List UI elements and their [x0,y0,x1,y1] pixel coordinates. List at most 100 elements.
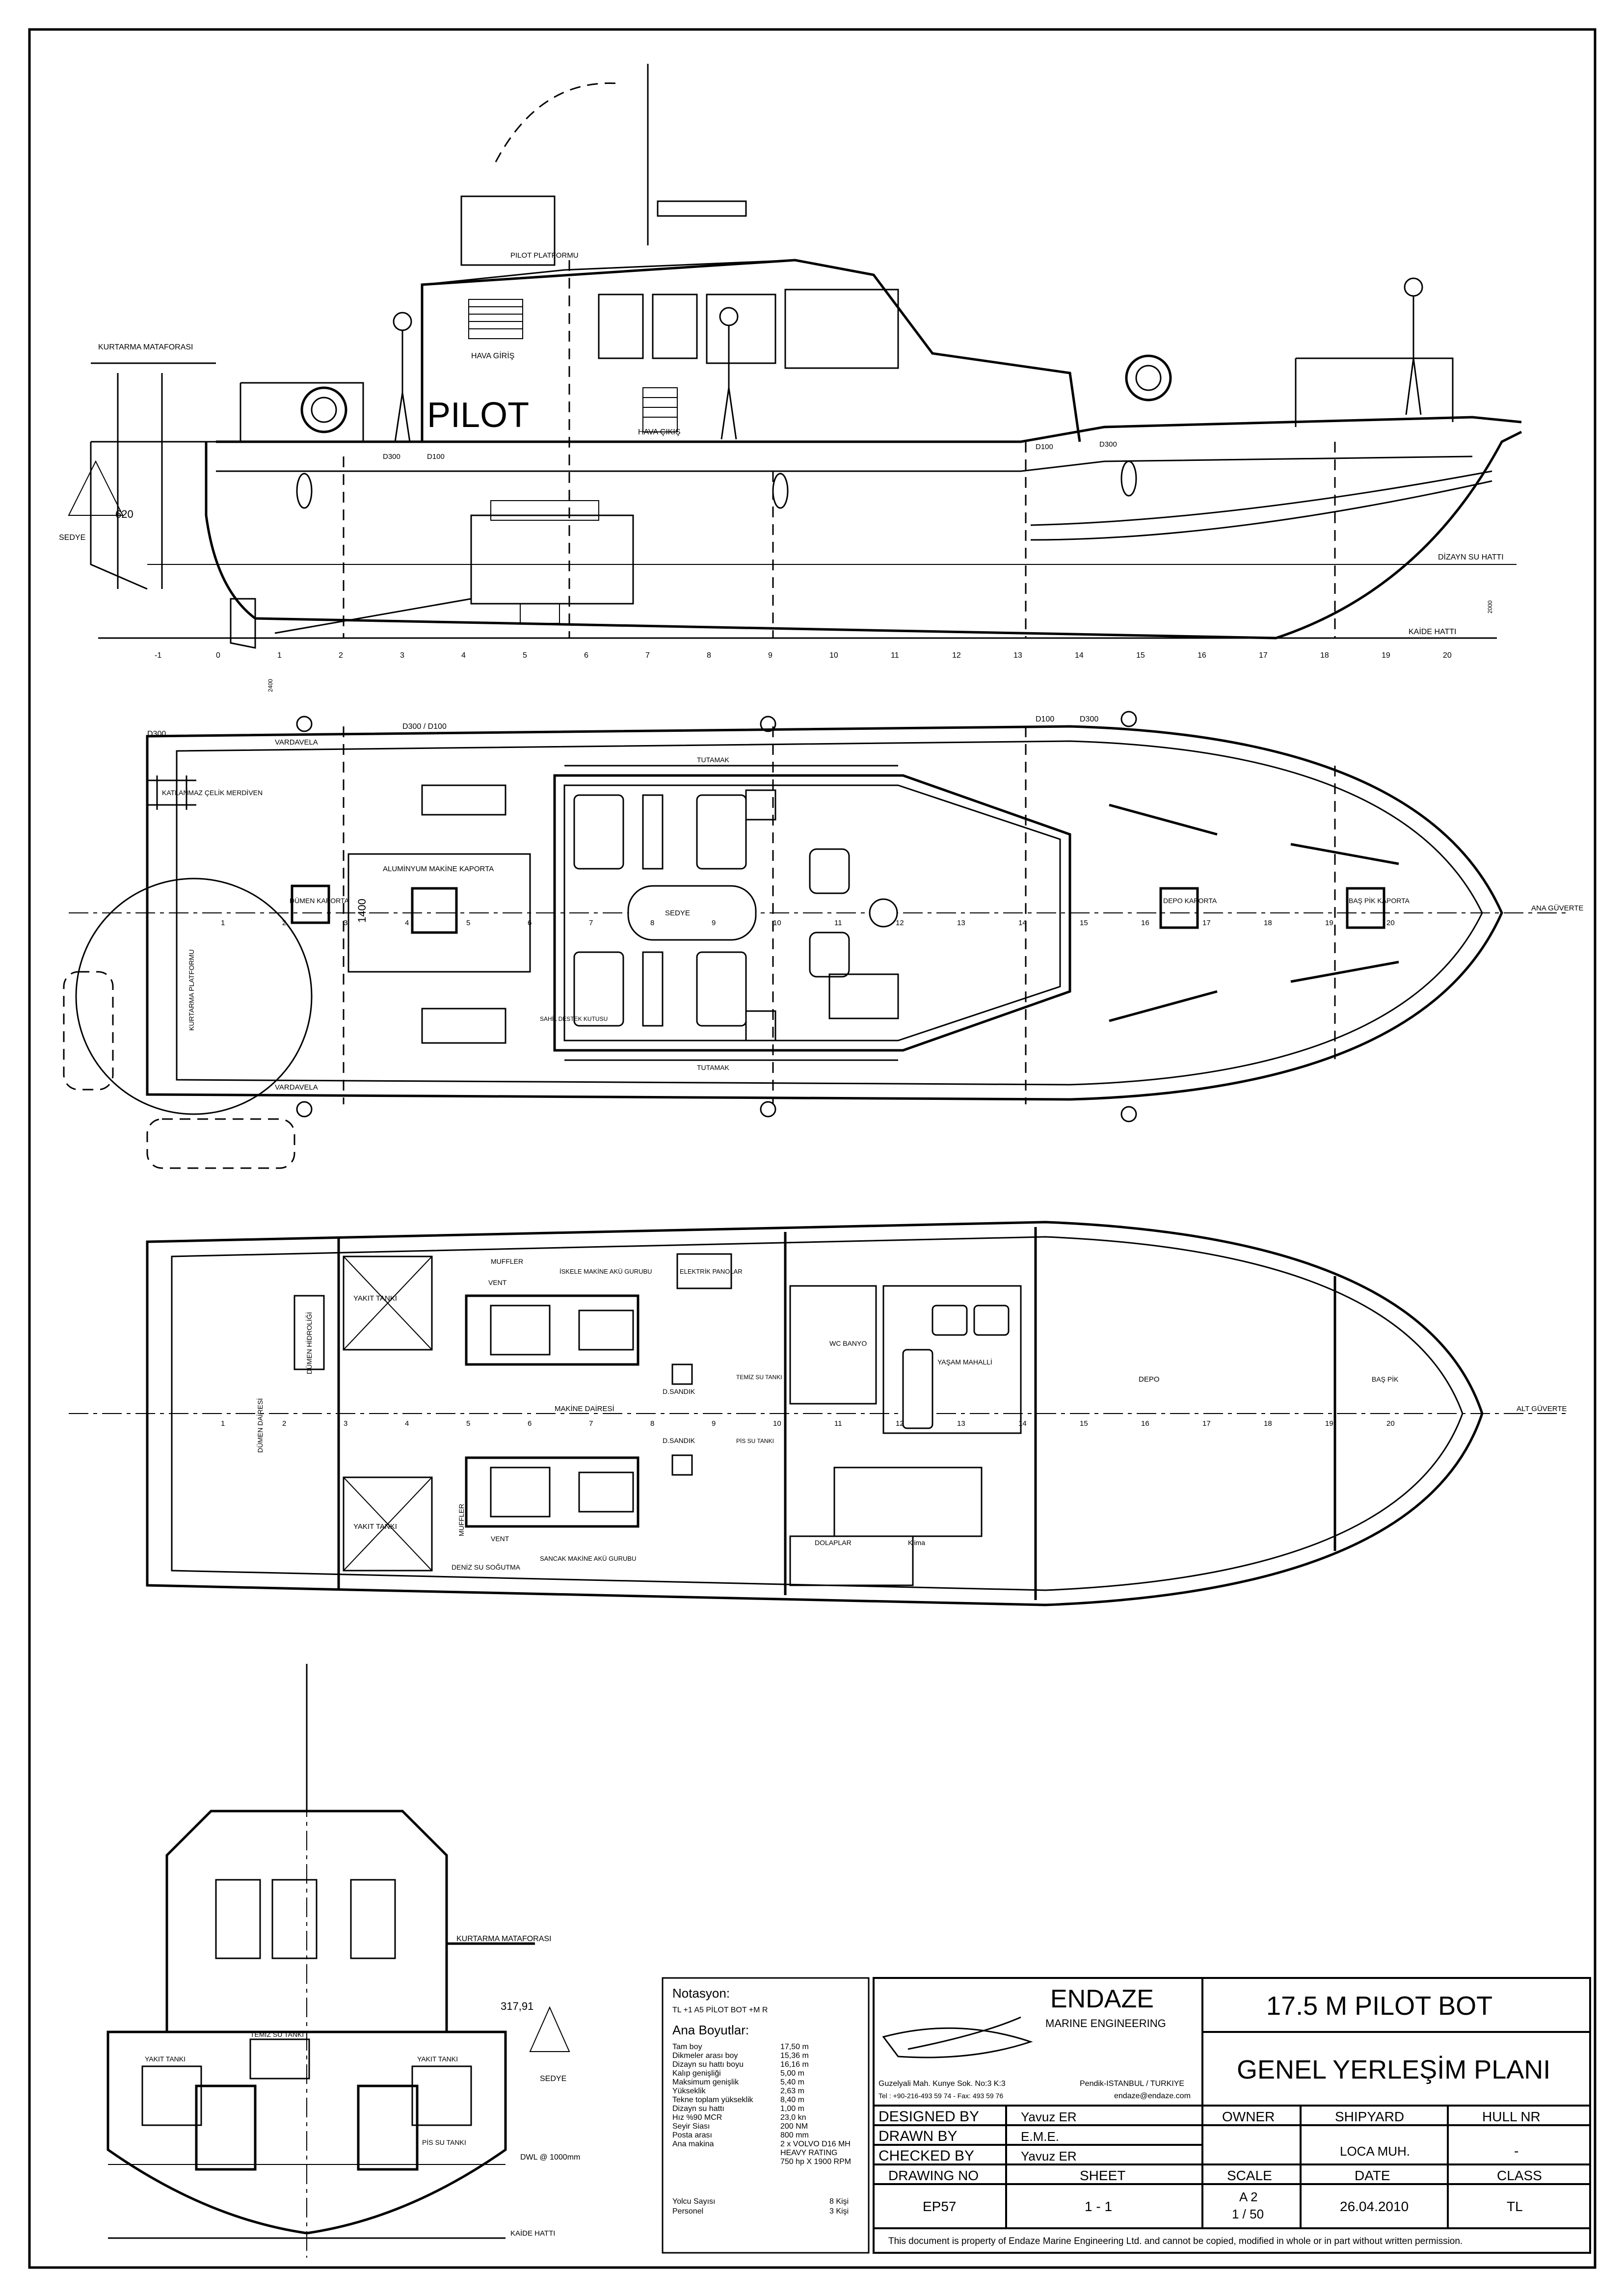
side-label-kurtarma-mataforasi: KURTARMA MATAFORASI [98,343,193,351]
side-hull-outline [205,430,1522,640]
ld-label-yakit-tanki-2: YAKIT TANKI [353,1522,397,1531]
main-deck-fore-rail-3 [1109,990,1218,1022]
sec-label-317: 317,91 [501,2000,533,2012]
notes-row-value: 800 mm [780,2131,809,2139]
frame-number: 13 [957,1419,965,1428]
bollard-icon [296,1101,313,1118]
tb-date: 26.04.2010 [1340,2199,1409,2214]
main-deck-outline [146,725,1503,1101]
frame-number: 1 [277,651,282,660]
frame-number: 14 [1018,1419,1027,1428]
frame-number: 10 [829,651,838,660]
ld-label-wc: WC BANYO [829,1339,867,1347]
lower-fuel-tank-2 [343,1476,433,1572]
frame-number: 13 [957,919,965,927]
notes-extra-label: Personel [672,2207,703,2216]
main-deck-rescue-plat-tab-2 [146,1118,295,1169]
notes-extra-value: 8 Kişi [829,2197,849,2206]
frame-number: 6 [528,919,532,927]
frame-number: 18 [1320,651,1329,660]
main-deck-cabin-inner [563,784,1061,1041]
md-label-dumen-kaporta: DÜMEN KAPORTA [290,896,349,905]
frame-number: 7 [645,651,650,660]
notes-row-label: Tekne toplam yükseklik [672,2096,754,2104]
md-label-sedye: SEDYE [665,909,690,917]
lower-engine-starboard [465,1456,639,1528]
sec-label-yakit-1: YAKIT TANKI [145,2055,186,2063]
notes-row-label: Maksimum genişlik [672,2078,739,2086]
side-window-1 [598,294,644,359]
notes-row-value: 200 NM [780,2122,808,2131]
sec-label-dwl: DWL @ 1000mm [520,2153,580,2162]
side-label-dizayn-su-hatti: DİZAYN SU HATTI [1438,552,1504,561]
notes-row-value: 15,36 m [780,2052,809,2060]
frame-number: 2 [282,919,286,927]
ld-label-bas-pik: BAŞ PİK [1372,1375,1399,1383]
ld-label-d-sandik-2: D.SANDIK [663,1437,695,1444]
notes-row-label: Ana makina [672,2140,714,2148]
sec-label-temiz-su: TEMİZ SU TANKI [250,2030,304,2038]
frame-number: 7 [589,1419,593,1428]
tb-drawn-by-label: DRAWN BY [879,2128,958,2144]
side-pilot-text: PILOT [427,396,529,435]
side-label-d300-a: D300 [383,453,400,461]
frame-number: 12 [952,651,961,660]
sec-label-kurtarma: KURTARMA MATAFORASI [456,1935,552,1943]
section-hull [106,2030,507,2235]
main-deck-rescue-plat-tab [63,971,114,1091]
sec-label-kaide: KAİDE HATTI [510,2229,555,2238]
frame-number: 4 [461,651,466,660]
notes-row-label: Yükseklik [672,2087,706,2095]
tb-date-label: DATE [1355,2168,1390,2183]
tb-address-1: Guzelyali Mah. Kunye Sok. No:3 K:3 [879,2080,1006,2088]
frame-number: 18 [1264,1419,1272,1428]
tb-scale-1: A 2 [1239,2189,1258,2204]
main-deck-seats [573,789,898,1041]
frame-number: 12 [896,1419,904,1428]
lower-hydraulics [293,1295,325,1370]
md-label-sahil-destek: SAHİL DESTEK KUTUSU [540,1015,608,1022]
ld-label-iskele-aku: İSKELE MAKİNE AKÜ GURUBU [559,1268,652,1275]
frame-number: 8 [650,1419,654,1428]
tb-scale-2: 1 / 50 [1232,2207,1264,2221]
frame-number: 5 [466,1419,470,1428]
side-person-3 [1404,277,1423,415]
ld-label-dolaplar: DOLAPLAR [815,1539,852,1547]
title-block: ENDAZE MARINE ENGINEERING Guzelyali Mah.… [873,1977,1591,2254]
tb-drawing-no: EP57 [923,2199,957,2214]
side-label-d100-b: D100 [1036,443,1053,451]
lower-living [882,1285,1022,1434]
lower-deck-plan: YAKIT TANKI YAKIT TANKI DÜMEN HİDROLİĞİ … [69,1221,1571,1606]
section-engines [195,2084,419,2171]
section-water-tank [249,2038,310,2080]
frame-number: 14 [1018,919,1027,927]
side-window-4 [784,289,899,369]
notes-extra-label: Yolcu Sayısı [672,2197,715,2206]
frame-number: 1 [221,1419,225,1428]
md-label-tutamak-bottom: TUTAMAK [697,1064,730,1071]
tb-owner-label: OWNER [1222,2109,1275,2124]
notes-frame [662,1977,870,2254]
ld-label-dumen-hidroligi: DÜMEN HİDROLİĞİ [305,1312,313,1374]
lower-lockers [789,1535,914,1586]
side-pilot-platform [460,195,556,266]
tb-shipyard-label: SHIPYARD [1335,2109,1404,2124]
main-deck-bench-top [421,784,506,816]
frame-number: 4 [405,919,409,927]
notes-row-value: 5,40 m [780,2078,804,2086]
frame-number: 2 [339,651,343,660]
notes-row-label: Dizayn su hattı [672,2105,724,2113]
side-person-2 [719,307,739,440]
section-view: KURTARMA MATAFORASI 317,91 SEDYE YAKIT T… [106,1664,580,2258]
frame-number: 9 [768,651,772,660]
sec-label-pis-su: PİS SU TANKI [422,2138,466,2146]
frame-number: 11 [891,651,899,660]
side-sedye [68,460,124,516]
notes-row-label: Dizayn su hattı boyu [672,2060,744,2069]
frame-number: 11 [834,1419,842,1428]
side-chine [1030,470,1492,526]
md-label-d300-a: D300 [147,730,166,738]
tb-email: endaze@endaze.com [1114,2092,1191,2100]
